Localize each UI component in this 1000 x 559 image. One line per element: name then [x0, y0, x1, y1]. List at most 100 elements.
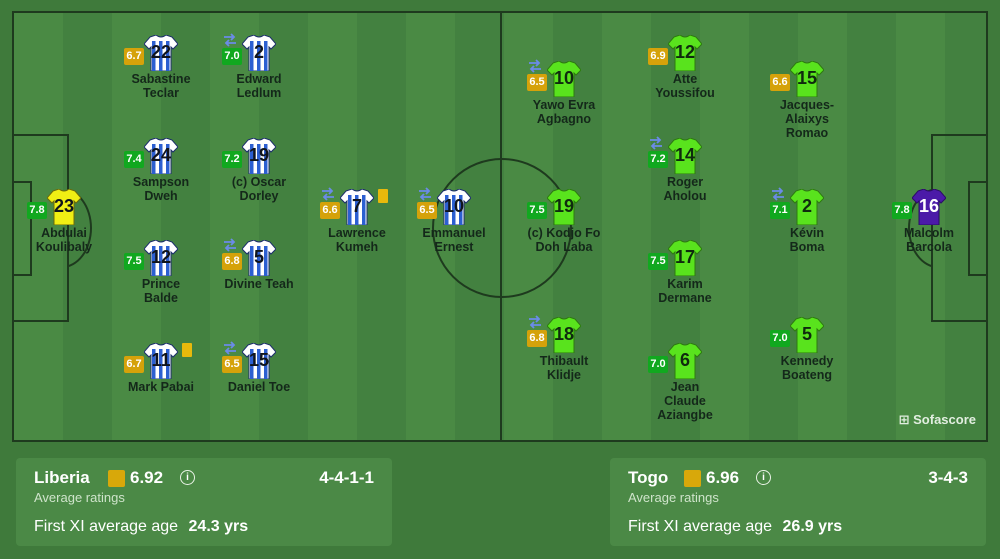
away-avg-label: Average ratings: [628, 490, 719, 505]
info-icon[interactable]: i: [180, 470, 195, 485]
shirt-number: 15: [248, 350, 270, 370]
player-rating-badge: 6.5: [527, 74, 547, 91]
home-avg-label: Average ratings: [34, 490, 125, 505]
player-rating-badge: 6.9: [648, 48, 668, 65]
shirt-number: 2: [253, 42, 264, 62]
player-name: Abdulai Koulibaly: [35, 226, 93, 254]
substitution-icon: [772, 187, 784, 201]
player-rating-badge: 7.8: [892, 202, 912, 219]
shirt-number: 19: [248, 145, 270, 165]
player-name: Yawo Evra Agbagno: [532, 98, 596, 126]
player-name: Prince Balde: [141, 277, 181, 305]
player-rating-badge: 7.0: [770, 330, 790, 347]
right-six-yard-box: [968, 181, 986, 276]
yellow-card-icon: [378, 189, 388, 203]
player-name: Kennedy Boateng: [780, 354, 834, 382]
away-formation: 3-4-3: [928, 468, 968, 487]
sofascore-logo: ⊞ Sofascore: [898, 412, 976, 427]
shirt-number: 5: [253, 247, 264, 267]
shirt-number: 10: [553, 68, 575, 88]
player-name: Jacques- Alaixys Romao: [779, 98, 835, 140]
shirt-icon: [144, 35, 178, 71]
player-rating-badge: 7.2: [222, 151, 242, 168]
player-name: Edward Ledlum: [236, 72, 282, 100]
substitution-icon: [224, 341, 236, 355]
player-rating-badge: 6.8: [222, 253, 242, 270]
shirt-icon: [790, 189, 824, 225]
away-age-row: First XI average age 26.9 yrs: [628, 518, 842, 536]
substitution-icon: [650, 136, 662, 150]
player-name: Atte Youssifou: [655, 72, 715, 100]
logo-text: Sofascore: [913, 412, 976, 427]
shirt-number: 5: [801, 324, 812, 344]
home-age-row: First XI average age 24.3 yrs: [34, 518, 248, 536]
left-six-yard-box: [14, 181, 32, 276]
info-icon[interactable]: i: [756, 470, 771, 485]
centre-circle: [432, 158, 572, 298]
shirt-icon: [242, 343, 276, 379]
shirt-number: 10: [443, 196, 465, 216]
player-name: Karim Dermane: [658, 277, 712, 305]
shirt-number: 12: [150, 247, 172, 267]
shirt-icon: [668, 138, 702, 174]
shirt-number: 6: [679, 350, 690, 370]
substitution-icon: [322, 187, 334, 201]
player-name: (c) Kodjo Fo Doh Laba: [527, 226, 601, 254]
shirt-icon: [668, 35, 702, 71]
home-formation: 4-4-1-1: [319, 468, 374, 487]
away-age-label: First XI average age: [628, 518, 773, 535]
shirt-number: 7: [351, 196, 362, 216]
player-rating-badge: 6.7: [124, 356, 144, 373]
away-rating-badge-icon: [684, 470, 701, 487]
player-rating-badge: 6.5: [417, 202, 437, 219]
substitution-icon: [419, 187, 431, 201]
away-age-value: 26.9 yrs: [782, 518, 843, 535]
shirt-number: 12: [674, 42, 696, 62]
right-penalty-box: [931, 134, 986, 322]
player-rating-badge: 7.5: [527, 202, 547, 219]
shirt-icon: [242, 138, 276, 174]
shirt-icon: [547, 317, 581, 353]
shirt-icon: [340, 189, 374, 225]
shirt-number: 22: [150, 42, 172, 62]
player-name: Lawrence Kumeh: [328, 226, 386, 254]
player-name: Sabastine Teclar: [131, 72, 191, 100]
shirt-number: 18: [553, 324, 575, 344]
shirt-number: 15: [796, 68, 818, 88]
shirt-icon: [547, 189, 581, 225]
